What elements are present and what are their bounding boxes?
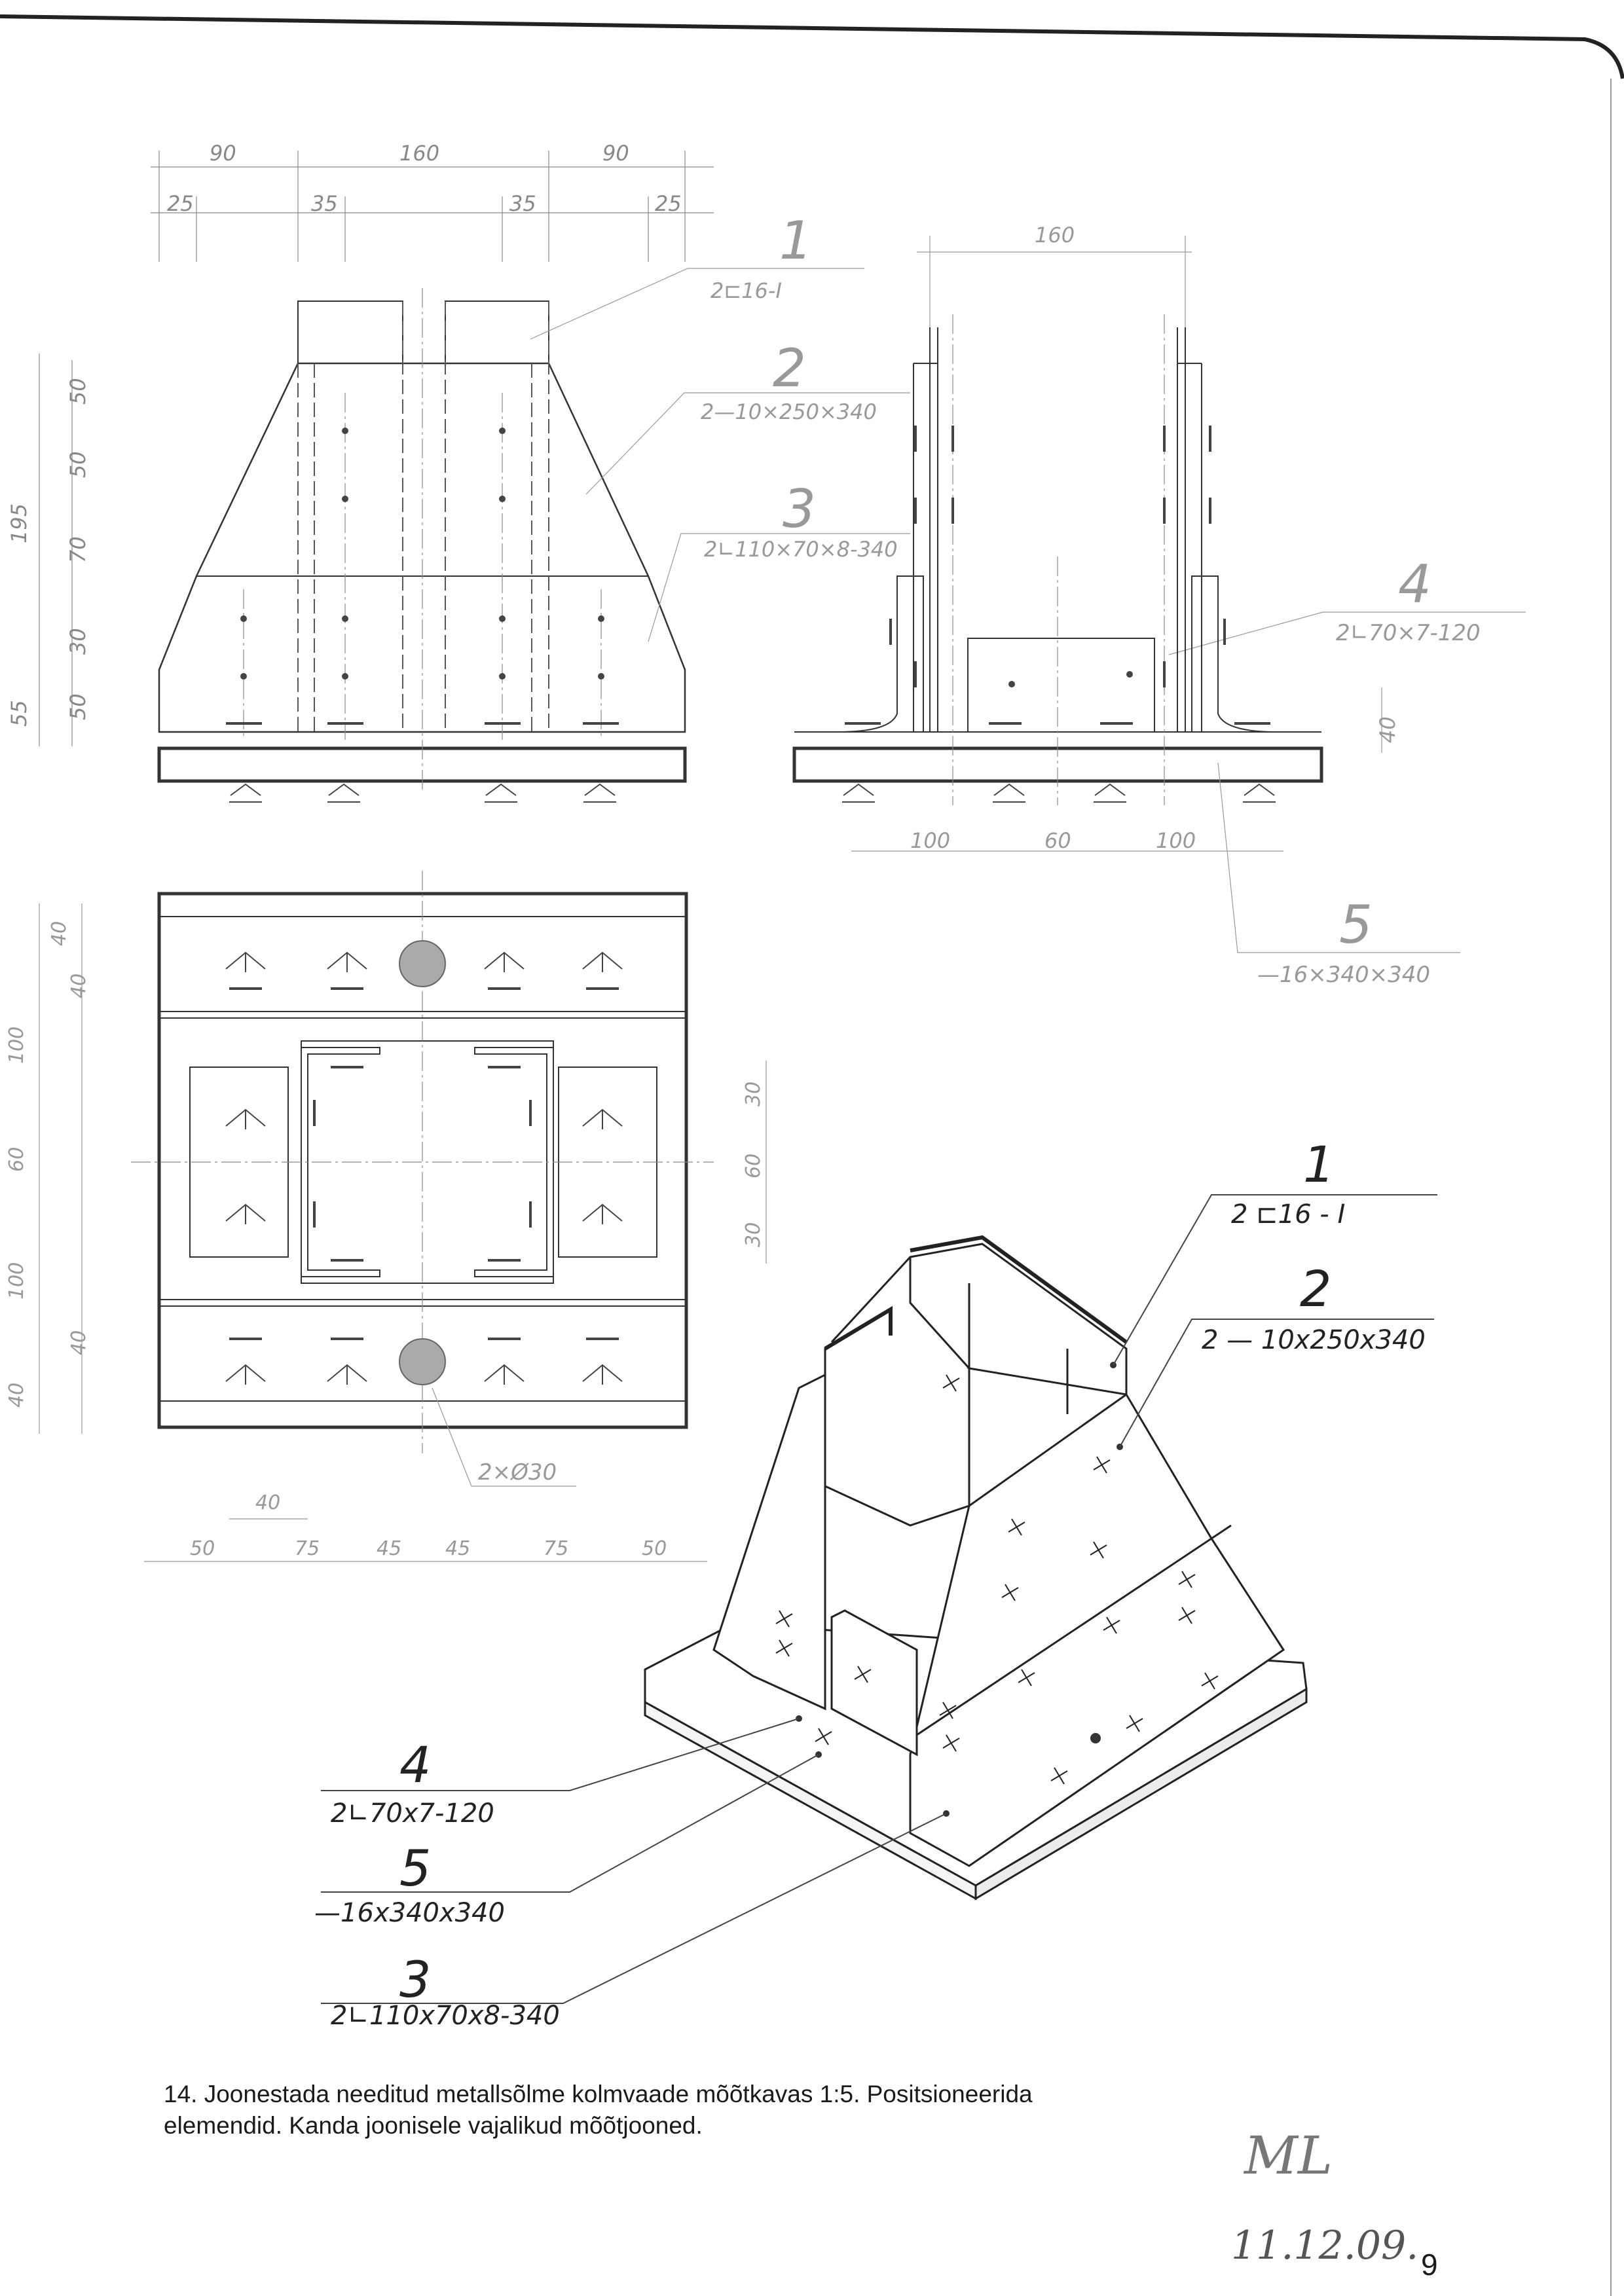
front-callouts [530, 268, 1526, 655]
callout-4-number: 4 [1398, 554, 1431, 615]
page-number: 9 [1421, 2248, 1438, 2282]
callout-2-spec: 2—10×250×340 [701, 399, 877, 424]
plan-dim-left-6: 40 [5, 1383, 28, 1408]
iso-rivet-crosses [775, 1374, 1219, 1785]
callout-1-number: 1 [779, 210, 813, 271]
dim-left-0: 50 [65, 378, 90, 405]
side-dim-top: 160 [1035, 223, 1075, 247]
front-callout-text: 1 2⊏16-I 2 2—10×250×340 3 2∟110×70×8-340 [701, 210, 898, 562]
iso-front-gusset [909, 1393, 1285, 1867]
task-caption: 14. Joonestada needitud metallsõlme kolm… [164, 2079, 1211, 2141]
channel-left-front [297, 301, 403, 364]
support-symbols-side [842, 783, 1276, 803]
iso-small-angle [830, 1609, 918, 1757]
callout-5-spec: —16×340×340 [1257, 962, 1430, 988]
iso-callout-5-number: 5 [399, 1839, 431, 1897]
handwriting: ML 11.12.09. [1231, 2125, 1418, 2269]
isometric-view [321, 1194, 1437, 2004]
dim-top-inner-1: 35 [311, 191, 338, 216]
iso-callout-4-number: 4 [399, 1736, 431, 1794]
plan-dim-left-0: 40 [48, 921, 71, 946]
callout-2-number: 2 [773, 338, 806, 399]
rivet-marks-front [240, 428, 604, 680]
page-edge [0, 14, 1624, 2296]
plan-dim-bottom-5: 50 [642, 1537, 667, 1560]
dim-top-inner-0: 25 [167, 191, 194, 216]
plan-view [39, 871, 767, 1562]
iso-callout-4-spec: 2∟70x7-120 [331, 1798, 494, 1829]
dim-top-1: 160 [399, 141, 439, 166]
dim-left-2: 70 [65, 536, 90, 563]
plan-dim-bottom-4: 75 [544, 1537, 568, 1560]
channel-right-front [445, 301, 549, 364]
plan-dim-bottom-3: 45 [445, 1537, 470, 1560]
side-dim-bottom-2: 100 [1156, 828, 1196, 853]
front-dim-labels: 90 160 90 25 35 35 25 50 50 70 30 50 195… [7, 141, 682, 727]
plan-dim-left-5: 40 [67, 1330, 90, 1355]
side-dim-bottom-0: 100 [910, 828, 950, 853]
caption-line-2: elemendid. Kanda joonisele vajalikud mõõ… [164, 2112, 703, 2139]
plan-dim-bottom-1: 75 [295, 1537, 320, 1560]
dim-top-inner-3: 25 [655, 191, 682, 216]
support-symbols-front [229, 783, 616, 803]
plan-dim-bottom-small: 40 [255, 1491, 280, 1514]
plan-dim-right-2: 30 [742, 1222, 765, 1247]
date-handwritten: 11.12.09. [1231, 2223, 1418, 2269]
dim-top-inner-2: 35 [509, 191, 536, 216]
dim-left-1: 50 [65, 451, 90, 478]
small-angle-side [967, 638, 1155, 733]
callout-4-spec: 2∟70×7-120 [1336, 620, 1481, 646]
iso-callout-1-spec: 2 ⊏16 - I [1231, 1199, 1345, 1230]
caption-line-1: 14. Joonestada needitud metallsõlme kolm… [164, 2081, 1033, 2107]
plan-dim-left-2: 100 [5, 1027, 28, 1064]
plan-dim-bottom-2: 45 [377, 1537, 401, 1560]
iso-callout-5-spec: —16x340x340 [314, 1898, 505, 1928]
iso-callout-2-number: 2 [1300, 1260, 1331, 1318]
signature: ML [1243, 2125, 1333, 2186]
hole-top [399, 940, 446, 987]
plan-hole-note: 2×Ø30 [478, 1459, 557, 1485]
callout-3-number: 3 [783, 479, 816, 539]
iso-callout-1-number: 1 [1303, 1135, 1335, 1194]
side-dim-right: 40 [1375, 716, 1400, 743]
callout-3-spec: 2∟110×70×8-340 [704, 537, 898, 562]
plan-dim-bottom-0: 50 [190, 1537, 215, 1560]
dim-top-0: 90 [210, 141, 236, 166]
dim-left-3: 30 [65, 628, 90, 655]
hole-bottom [399, 1338, 446, 1385]
front-view [39, 151, 714, 803]
dim-left-outer-1: 55 [7, 700, 31, 727]
callout-5-number: 5 [1339, 894, 1373, 955]
iso-left-gusset [712, 1373, 826, 1711]
side-dim-bottom-1: 60 [1044, 828, 1071, 853]
iso-callout-text: 1 2 ⊏16 - I 2 2 — 10x250x340 4 2∟70x7-12… [314, 1135, 1426, 2031]
plan-dim-left-4: 100 [5, 1262, 28, 1300]
rivet-symbols-plan [225, 951, 623, 1385]
callout-1-spec: 2⊏16-I [710, 278, 782, 303]
plan-dim-right-1: 60 [742, 1154, 765, 1178]
iso-callout-3-spec: 2∟110x70x8-340 [331, 2001, 560, 2031]
iso-callout-2-spec: 2 — 10x250x340 [1202, 1325, 1426, 1355]
side-dim-labels: 160 100 60 100 40 4 2∟70×7-120 5 —16×340… [910, 223, 1481, 988]
dim-top-2: 90 [602, 141, 629, 166]
plan-dim-left-1: 40 [67, 974, 90, 998]
plan-dim-right-0: 30 [742, 1082, 765, 1106]
plan-dim-left-3: 60 [5, 1147, 28, 1172]
dim-left-4: 50 [65, 693, 90, 720]
dim-left-outer-0: 195 [7, 503, 31, 543]
plan-dim-labels: 40 40 100 60 100 40 40 30 60 30 40 50 75… [5, 921, 765, 1560]
iso-callout-3-number: 3 [399, 1950, 431, 2009]
side-view [792, 236, 1460, 953]
